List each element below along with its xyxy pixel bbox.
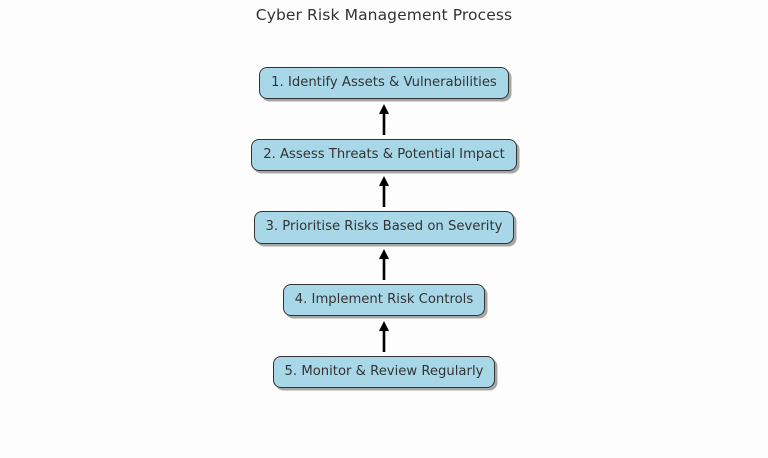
- flow-step-1: 1. Identify Assets & Vulnerabilities: [259, 67, 509, 100]
- arrow-up-icon-5-to-4: [369, 316, 399, 356]
- arrow-up-icon-2-to-1: [369, 99, 399, 139]
- node-monitor-review[interactable]: 5. Monitor & Review Regularly: [272, 355, 496, 389]
- flow-step-2: 2. Assess Threats & Potential Impact: [251, 139, 517, 172]
- flow-step-3: 3. Prioritise Risks Based on Severity: [253, 211, 515, 244]
- flow-step-4: 4. Implement Risk Controls: [282, 283, 486, 316]
- flow-column: 1. Identify Assets & Vulnerabilities 2. …: [251, 67, 517, 389]
- arrow-up-icon-4-to-3: [369, 244, 399, 284]
- flow-step-5: 5. Monitor & Review Regularly: [272, 355, 496, 389]
- node-implement-controls[interactable]: 4. Implement Risk Controls: [282, 283, 486, 316]
- page-title: Cyber Risk Management Process: [255, 6, 513, 24]
- node-prioritise-risks[interactable]: 3. Prioritise Risks Based on Severity: [253, 211, 515, 244]
- node-identify-assets[interactable]: 1. Identify Assets & Vulnerabilities: [259, 67, 509, 100]
- node-assess-threats[interactable]: 2. Assess Threats & Potential Impact: [251, 139, 517, 172]
- arrow-up-icon-3-to-2: [369, 171, 399, 211]
